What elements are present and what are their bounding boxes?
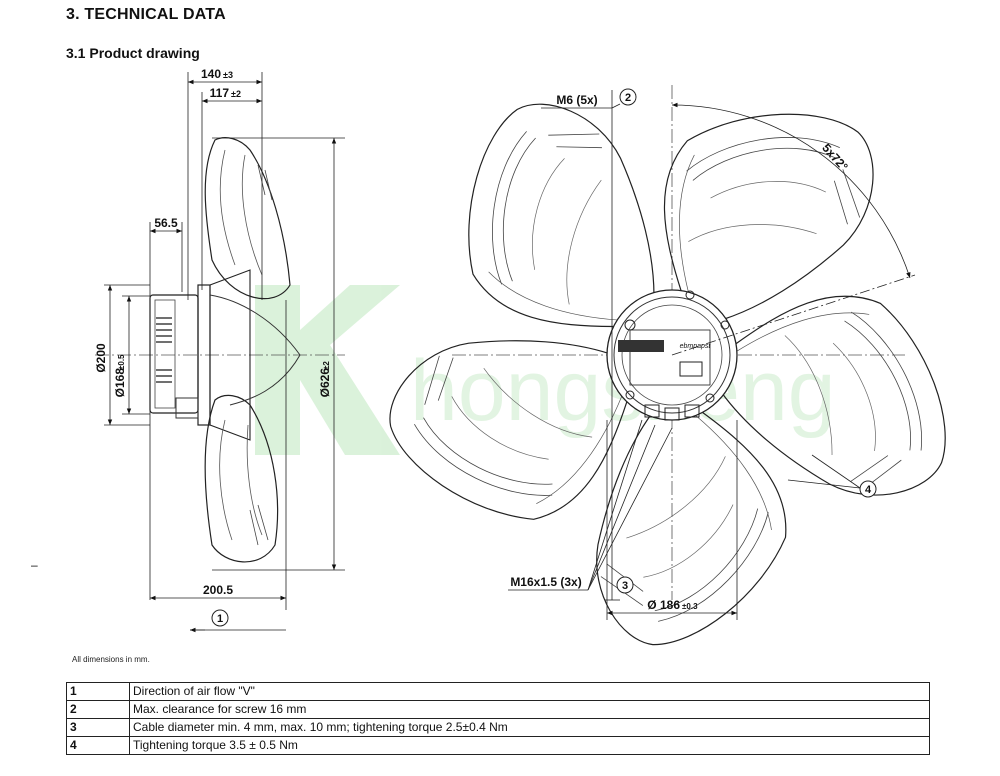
dim-200-5: 200.5 — [203, 583, 233, 597]
callout-1-label: 1 — [217, 613, 223, 625]
callout-3-label: 3 — [622, 580, 628, 592]
callout-3 — [616, 576, 634, 594]
legend-num: 2 — [66, 700, 130, 719]
callout-4-label: 4 — [865, 484, 872, 496]
angle-label: 5x72° — [819, 141, 851, 174]
dim-140-tol: ±3 — [223, 70, 233, 80]
dim-117-tol: ±2 — [231, 89, 241, 99]
legend-table: 1 Direction of air flow "V" 2 Max. clear… — [66, 682, 930, 755]
callout-2-label: 2 — [625, 92, 631, 104]
legend-num: 4 — [66, 736, 130, 755]
m16-label: M16x1.5 (3x) — [510, 575, 581, 589]
callout-4 — [859, 480, 877, 498]
dim-56-5: 56.5 — [154, 216, 178, 230]
watermark: hongsheng — [255, 285, 836, 455]
legend-row: 4 Tightening torque 3.5 ± 0.5 Nm — [66, 736, 930, 755]
legend-num: 3 — [66, 718, 130, 737]
dim-186: Ø 186 — [647, 598, 680, 612]
product-drawing: hongsheng — [94, 67, 973, 674]
motor-brand: ebmpapst — [680, 343, 712, 350]
dim-168: Ø168 — [113, 368, 127, 398]
callout-1 — [211, 609, 229, 627]
legend-text: Cable diameter min. 4 mm, max. 10 mm; ti… — [129, 718, 930, 737]
dimensions-note: All dimensions in mm. — [72, 655, 150, 664]
legend-row: 2 Max. clearance for screw 16 mm — [66, 700, 930, 719]
section-heading: 3. TECHNICAL DATA — [66, 6, 226, 23]
dim-140: 140 — [201, 67, 221, 81]
dim-168-tol: ±0.5 — [117, 354, 126, 370]
legend-num: 1 — [66, 682, 130, 701]
legend-row: 3 Cable diameter min. 4 mm, max. 10 mm; … — [66, 718, 930, 737]
legend-row: 1 Direction of air flow "V" — [66, 682, 930, 701]
subsection-heading: 3.1 Product drawing — [66, 45, 200, 61]
margin-mark: – — [31, 558, 38, 572]
dim-626-tol: ±2 — [322, 361, 331, 370]
legend-text: Max. clearance for screw 16 mm — [129, 700, 930, 719]
front-view: ebmpapst 5x72° M6 (5x) 2 — [367, 85, 973, 674]
dim-200: Ø200 — [94, 343, 108, 373]
side-view: 140 ±3 117 ±2 56.5 Ø200 Ø168 ±0.5 Ø626 ±… — [94, 67, 345, 633]
legend-text: Tightening torque 3.5 ± 0.5 Nm — [129, 736, 930, 755]
callout-2 — [619, 88, 637, 106]
legend-text: Direction of air flow "V" — [129, 682, 930, 701]
dim-186-tol: ±0.3 — [682, 602, 698, 611]
dim-117: 117 — [210, 86, 230, 100]
dim-626: Ø626 — [318, 368, 332, 398]
m6-label: M6 (5x) — [556, 93, 597, 107]
